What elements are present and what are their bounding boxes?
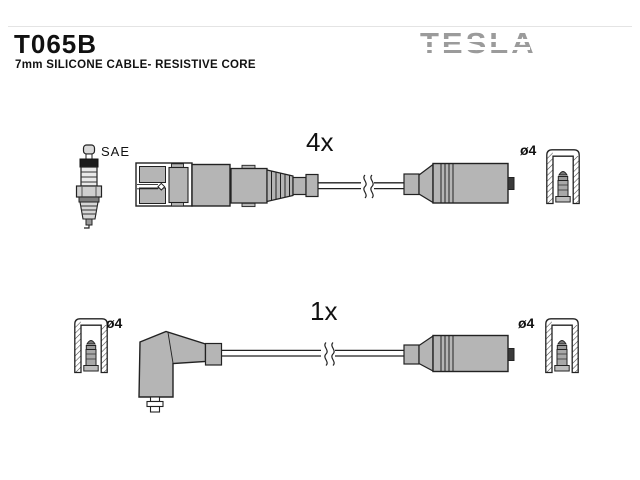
diameter-label-row1: ø4 bbox=[520, 142, 537, 158]
logo-stripe bbox=[418, 39, 530, 42]
cable-row1 bbox=[318, 174, 404, 199]
diameter-label-row2-right: ø4 bbox=[518, 315, 535, 331]
logo-stripe bbox=[418, 47, 530, 50]
diameter-label-row2-left: ø4 bbox=[106, 315, 123, 331]
spark-plug-boot-icon-row1 bbox=[403, 162, 515, 204]
terminal-cap-icon-row1 bbox=[546, 149, 580, 205]
terminal-cap-icon-row2-left bbox=[74, 318, 108, 374]
distributor-connector-icon bbox=[135, 162, 319, 208]
boot-terminal-nub bbox=[507, 177, 515, 190]
terminal-cap-icon-row2-right bbox=[545, 318, 579, 374]
sae-standard-label: SAE bbox=[101, 144, 131, 159]
product-subtitle: 7mm SILICONE CABLE- RESISTIVE CORE bbox=[15, 59, 256, 71]
header-rule bbox=[8, 26, 632, 27]
quantity-label-row2: 1x bbox=[310, 296, 338, 326]
angled-boot-icon bbox=[138, 330, 223, 413]
spark-plug-boot-icon-row2 bbox=[403, 334, 515, 373]
cable-break-icon bbox=[324, 342, 335, 366]
tesla-logo: TESLA bbox=[418, 27, 537, 60]
tesla-logo-text: TESLA bbox=[420, 27, 537, 60]
quantity-label-row1: 4x bbox=[306, 127, 334, 157]
cable-break-icon bbox=[363, 174, 374, 199]
spark-plug-icon bbox=[75, 144, 103, 229]
cable-row2 bbox=[221, 342, 404, 366]
part-number: T065B bbox=[14, 29, 98, 59]
boot-terminal-nub bbox=[507, 348, 515, 361]
